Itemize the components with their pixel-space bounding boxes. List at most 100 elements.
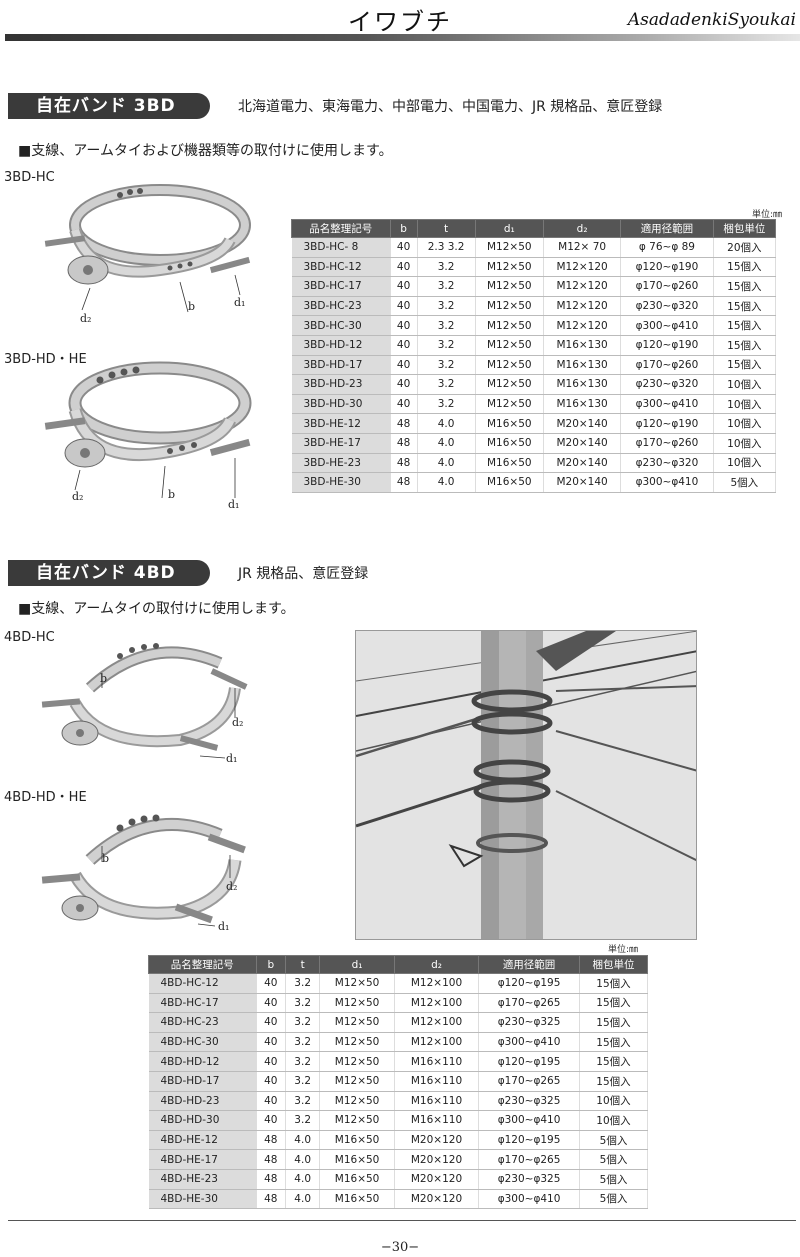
unit-label: 単位:㎜ <box>608 945 639 955</box>
table-cell: M12×50 <box>319 973 395 994</box>
table-cell: 40 <box>390 394 418 415</box>
band-3bd-hd-he-illustration <box>44 361 252 499</box>
table-cell: M20×140 <box>543 453 622 474</box>
table-cell: 4.0 <box>285 1149 321 1170</box>
table-cell: φ300~φ410 <box>478 1189 580 1210</box>
table-cell: 3.2 <box>417 257 476 278</box>
table-cell: M12×50 <box>319 1012 395 1033</box>
table-cell: 40 <box>256 1071 287 1092</box>
table-cell: 40 <box>390 237 418 258</box>
table-cell: M20×140 <box>543 433 622 454</box>
column-header: 梱包単位 <box>712 219 777 238</box>
dim-b-label: b <box>188 300 196 313</box>
table-cell: M16×50 <box>475 472 544 493</box>
table-cell: 3.2 <box>285 1032 321 1053</box>
table-cell: 15個入 <box>713 296 777 317</box>
column-header: 梱包単位 <box>578 955 649 974</box>
product-code-cell: 3BD-HC- 8 <box>291 237 391 258</box>
table-cell: M12×50 <box>475 394 544 415</box>
table-cell: 3.2 <box>285 1091 321 1112</box>
product-code-cell: 4BD-HC-17 <box>148 993 257 1014</box>
column-header: 適用径範囲 <box>620 219 714 238</box>
table-cell: M12×100 <box>394 1032 480 1053</box>
product-code-cell: 3BD-HE-12 <box>291 413 391 434</box>
product-code-cell: 4BD-HD-30 <box>148 1110 257 1131</box>
table-cell: M12×100 <box>394 993 480 1014</box>
product-code-cell: 3BD-HE-17 <box>291 433 391 454</box>
product-label-4bd-hd-he: 4BD-HD・HE <box>4 790 87 805</box>
table-cell: 40 <box>390 276 418 297</box>
table-cell: M16×50 <box>319 1189 395 1210</box>
table-cell: 48 <box>256 1149 287 1170</box>
product-code-cell: 4BD-HD-23 <box>148 1091 257 1112</box>
table-cell: 4.0 <box>417 453 476 474</box>
table-cell: 4.0 <box>417 413 476 434</box>
table-cell: 40 <box>390 296 418 317</box>
table-cell: M16×110 <box>394 1110 480 1131</box>
table-cell: 4.0 <box>417 433 476 454</box>
table-cell: 40 <box>256 1032 287 1053</box>
table-cell: 3.2 <box>285 973 321 994</box>
table-cell: 40 <box>256 1051 287 1072</box>
table-cell: 10個入 <box>713 374 777 395</box>
table-cell: 15個入 <box>713 355 777 376</box>
product-code-cell: 4BD-HE-23 <box>148 1169 257 1190</box>
table-cell: M12×50 <box>319 1032 395 1053</box>
column-header: b <box>389 219 418 238</box>
section-4bd-title: 自在バンド 4BD <box>8 560 210 586</box>
table-cell: 3.2 <box>417 394 476 415</box>
table-cell: 2.3 3.2 <box>417 237 476 258</box>
table-cell: 40 <box>390 374 418 395</box>
table-cell: φ120~φ195 <box>478 1129 580 1151</box>
page-number: −30− <box>380 1240 420 1255</box>
table-cell: 15個入 <box>579 1032 649 1053</box>
table-cell: 10個入 <box>579 1110 649 1131</box>
table-cell: 4.0 <box>417 472 476 493</box>
table-cell: φ170~φ265 <box>478 1149 580 1170</box>
table-cell: 3.2 <box>285 1110 321 1131</box>
table-cell: φ120~φ195 <box>478 973 580 994</box>
product-code-cell: 4BD-HE-17 <box>148 1149 257 1170</box>
table-cell: φ 76~φ 89 <box>620 237 714 258</box>
table-cell: M16×50 <box>475 453 544 474</box>
product-code-cell: 3BD-HD-30 <box>291 394 391 415</box>
table-cell: 15個入 <box>713 335 777 356</box>
table-cell: 5個入 <box>579 1169 649 1190</box>
table-cell: 15個入 <box>579 1071 649 1092</box>
table-cell: M20×140 <box>543 413 622 434</box>
product-code-cell: 4BD-HD-12 <box>148 1051 257 1072</box>
column-header: d₁ <box>474 219 544 238</box>
dim-b-label: b <box>168 488 176 501</box>
table-cell: M12×50 <box>475 296 544 317</box>
product-code-cell: 3BD-HC-23 <box>291 296 391 317</box>
table-cell: 3.2 <box>285 1051 321 1072</box>
table-cell: 48 <box>390 433 418 454</box>
band-4bd-hd-he-illustration <box>41 814 246 927</box>
dim-d2-label: d₂ <box>80 312 92 325</box>
band-4bd-hc-illustration <box>41 643 248 759</box>
product-code-cell: 4BD-HD-17 <box>148 1071 257 1092</box>
product-label-4bd-hc: 4BD-HC <box>4 630 55 645</box>
dim-b-label: b <box>100 672 108 685</box>
table-cell: φ300~φ410 <box>620 315 714 336</box>
table-cell: 5個入 <box>713 472 777 493</box>
column-header: t <box>416 219 476 238</box>
table-cell: M16×130 <box>543 374 622 395</box>
table-cell: 15個入 <box>713 276 777 297</box>
brand-name: AsadadenkiSyoukai <box>627 10 796 30</box>
table-cell: 15個入 <box>713 315 777 336</box>
dim-d1-label: d₁ <box>234 296 246 309</box>
